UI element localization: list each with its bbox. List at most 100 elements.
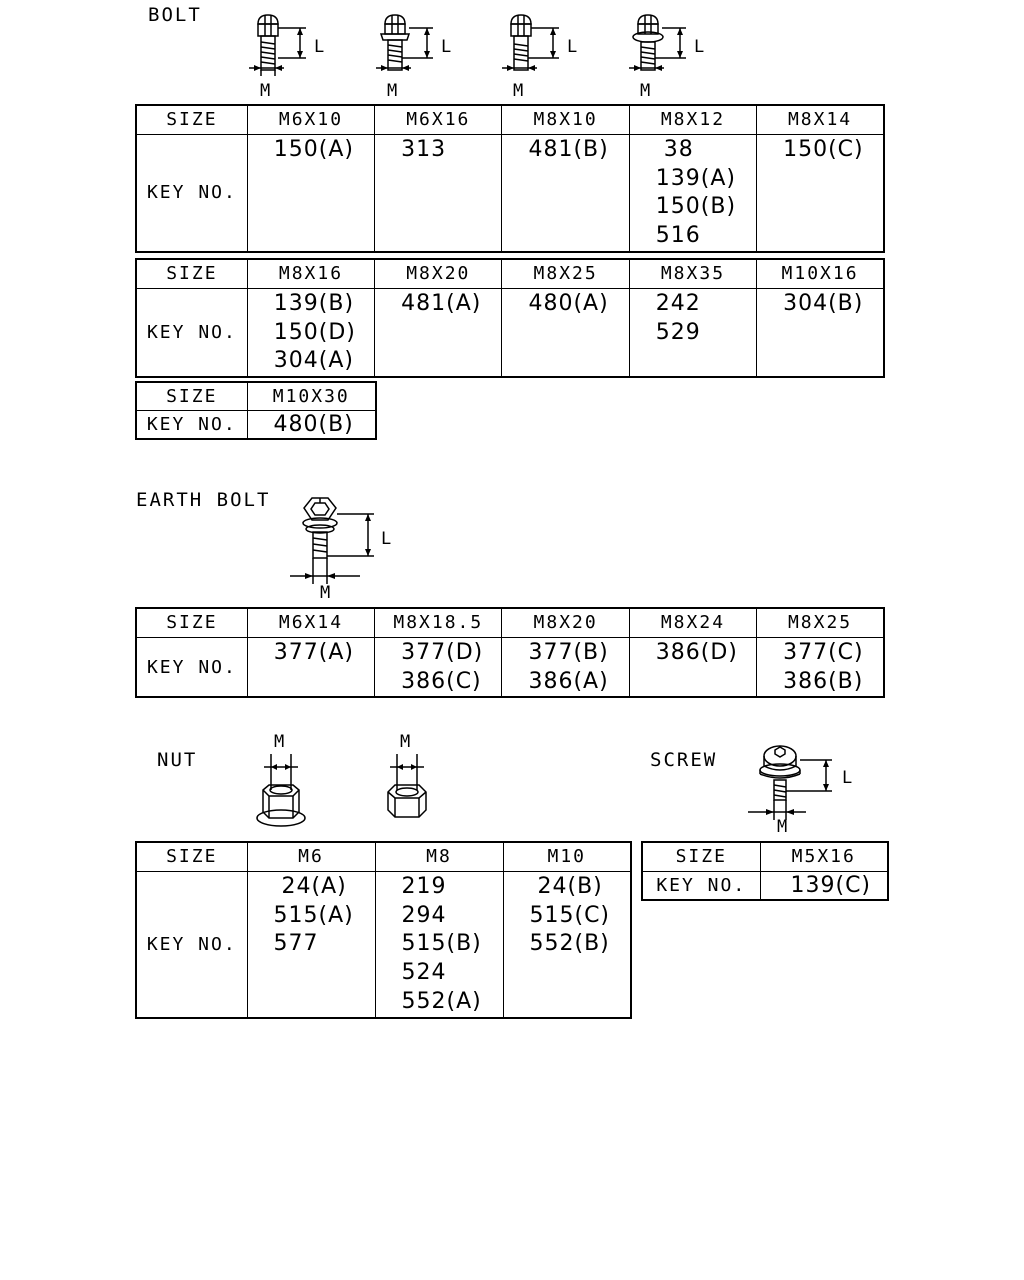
size-cell: M8X18.5 <box>374 607 503 638</box>
key-value: 577 <box>273 931 319 957</box>
key-cell: 304(B) <box>756 288 885 378</box>
key-value: 304(A) <box>273 348 355 374</box>
key-value: 304(B) <box>783 291 864 316</box>
size-cell: M6X10 <box>246 104 376 135</box>
key-cell: 480(B) <box>246 410 377 440</box>
key-value: 219 <box>401 874 447 899</box>
key-cell: 150(C) <box>756 133 885 253</box>
earth-bolt-section-title: EARTH BOLT <box>136 489 271 511</box>
key-value: 139(A) <box>655 165 736 191</box>
size-cell: M10X30 <box>246 381 377 411</box>
bolt-size-table-2: SIZE M8X16 M8X20 M8X25 M8X35 M10X16 KEY … <box>135 258 885 379</box>
key-value: 481(A) <box>401 291 482 316</box>
size-cell: M6 <box>246 841 376 872</box>
key-cell: 24(B) 515(C) 552(B) <box>502 870 632 1019</box>
length-label: L <box>381 529 391 549</box>
key-value: 242 <box>655 291 701 316</box>
key-value: 150(D) <box>273 319 356 345</box>
key-value: 524 <box>401 960 447 986</box>
key-cell: 377(D) 386(C) <box>374 637 503 698</box>
key-cell: 377(A) <box>246 637 376 698</box>
key-cell: 219 294 515(B) 524 552(A) <box>374 870 504 1019</box>
diameter-label: M <box>260 81 270 101</box>
hex-nut-diagram: M <box>387 732 427 818</box>
key-no-label: KEY NO. <box>135 637 248 698</box>
key-value: 313 <box>401 137 447 162</box>
size-cell: M8X25 <box>501 258 630 289</box>
size-header: SIZE <box>135 381 248 411</box>
washer-bolt-diagram: L M <box>629 14 704 101</box>
length-label: L <box>694 37 704 57</box>
key-value: 386(A) <box>528 668 609 694</box>
diameter-label: M <box>320 583 330 603</box>
key-value: 386(B) <box>783 668 864 694</box>
nut-size-table: SIZE M6 M8 M10 KEY NO. 24(A) 515(A) 577 … <box>135 841 632 1019</box>
key-cell: 24(A) 515(A) 577 <box>246 870 376 1019</box>
key-cell: 313 <box>374 133 503 253</box>
key-value: 480(A) <box>528 291 609 316</box>
key-cell: 242 529 <box>628 288 758 378</box>
key-value: 139(C) <box>790 873 872 898</box>
key-no-label: KEY NO. <box>135 410 248 440</box>
screw-size-table: SIZE M5X16 KEY NO. 139(C) <box>641 841 889 901</box>
diameter-label: M <box>274 732 284 752</box>
key-value: 552(B) <box>529 931 610 957</box>
diameter-label: M <box>640 81 650 101</box>
size-cell: M10X16 <box>756 258 885 289</box>
diameter-label: M <box>387 81 397 101</box>
key-value: 480(B) <box>273 412 354 437</box>
key-cell: 38 139(A) 150(B) 516 <box>628 133 758 253</box>
size-cell: M8X12 <box>628 104 758 135</box>
key-value: 377(C) <box>783 640 864 665</box>
screw-section-title: SCREW <box>650 749 718 771</box>
key-value: 515(A) <box>273 902 354 928</box>
key-cell: 377(C) 386(B) <box>756 637 885 698</box>
length-label: L <box>567 37 577 57</box>
key-value: 386(D) <box>655 640 738 665</box>
bolt-size-table-1: SIZE M6X10 M6X16 M8X10 M8X12 M8X14 KEY N… <box>135 104 885 253</box>
size-cell: M8X25 <box>756 607 885 638</box>
size-header: SIZE <box>641 841 761 872</box>
size-cell: M8X10 <box>501 104 630 135</box>
key-value: 150(B) <box>655 194 737 220</box>
flange-bolt-diagram: L M <box>376 14 451 101</box>
key-value: 150(A) <box>273 137 355 162</box>
size-header: SIZE <box>135 104 248 135</box>
size-header: SIZE <box>135 607 248 638</box>
key-cell: 480(A) <box>501 288 630 378</box>
hex-bolt-long-diagram: L M <box>502 14 577 101</box>
length-label: L <box>314 37 324 57</box>
key-cell: 481(B) <box>501 133 630 253</box>
size-cell: M6X16 <box>374 104 503 135</box>
size-cell: M8X20 <box>374 258 503 289</box>
size-cell: M10 <box>502 841 632 872</box>
key-cell: 150(A) <box>246 133 376 253</box>
size-cell: M8X20 <box>501 607 630 638</box>
earth-bolt-diagram: L M <box>290 497 391 603</box>
key-value: 24(A) <box>273 874 347 899</box>
key-value: 294 <box>401 902 447 928</box>
length-label: L <box>441 37 451 57</box>
key-value: 38 <box>655 137 694 162</box>
nut-section-title: NUT <box>157 749 198 771</box>
key-cell: 481(A) <box>374 288 503 378</box>
length-label: L <box>842 768 852 788</box>
key-value: 529 <box>655 319 701 345</box>
key-cell: 377(B) 386(A) <box>501 637 630 698</box>
key-no-label: KEY NO. <box>641 871 761 901</box>
key-value: 377(B) <box>528 640 609 665</box>
diameter-label: M <box>513 81 523 101</box>
key-cell: 139(C) <box>759 871 889 901</box>
key-value: 481(B) <box>528 137 609 162</box>
key-value: 150(C) <box>783 137 864 162</box>
key-value: 139(B) <box>273 291 355 316</box>
key-no-label: KEY NO. <box>135 133 248 253</box>
key-value: 377(A) <box>273 640 355 665</box>
key-value: 516 <box>655 223 701 249</box>
key-value: 552(A) <box>401 988 482 1014</box>
key-no-label: KEY NO. <box>135 288 248 378</box>
bolt-size-table-3: SIZE M10X30 KEY NO. 480(B) <box>135 381 377 440</box>
key-no-label: KEY NO. <box>135 870 248 1019</box>
diameter-label: M <box>777 817 787 837</box>
size-cell: M8X24 <box>628 607 758 638</box>
